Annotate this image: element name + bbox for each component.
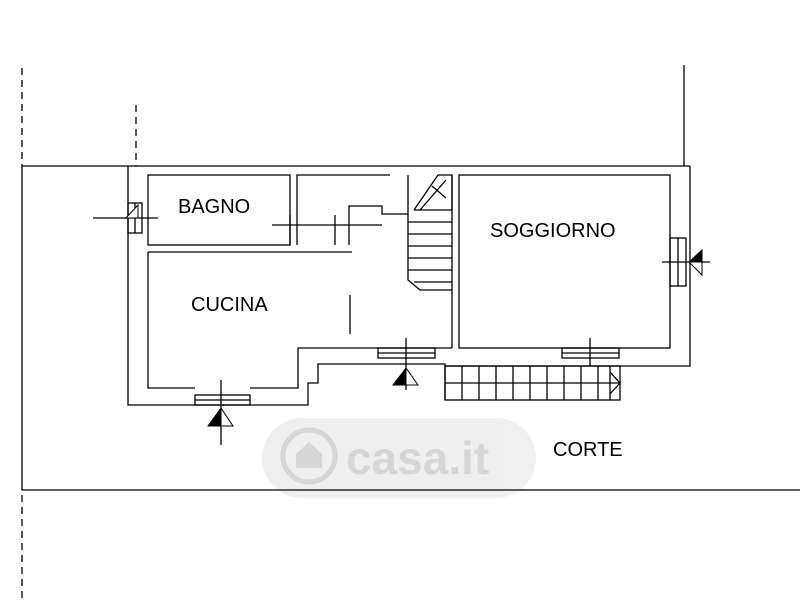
room-label-soggiorno: SOGGIORNO [490,220,616,242]
section-marker-icon [207,406,234,427]
watermark-text: casa.it [346,432,489,484]
section-marker-icon [124,203,139,219]
room-bagno [147,174,291,246]
exterior-steps [444,365,621,401]
area-label-corte: CORTE [553,439,623,461]
room-cucina-left [147,252,195,389]
room-disimpegno [296,174,390,245]
room-label-cucina: CUCINA [191,294,268,316]
room-soggiorno [458,174,671,349]
section-marker-icon [391,366,419,386]
room-label-bagno: BAGNO [178,196,250,218]
room-cucina-bottom [250,347,352,389]
interior-staircase [407,174,453,291]
lot-boundary [21,168,800,491]
window-disimpegno [272,215,382,245]
house-logo-icon [280,427,338,485]
wall-disimpegno [348,205,408,245]
window-soggiorno-bottom [561,338,620,366]
section-marker-icon [687,248,703,277]
window-soggiorno-side [662,237,710,287]
watermark: casa.it [262,418,536,498]
